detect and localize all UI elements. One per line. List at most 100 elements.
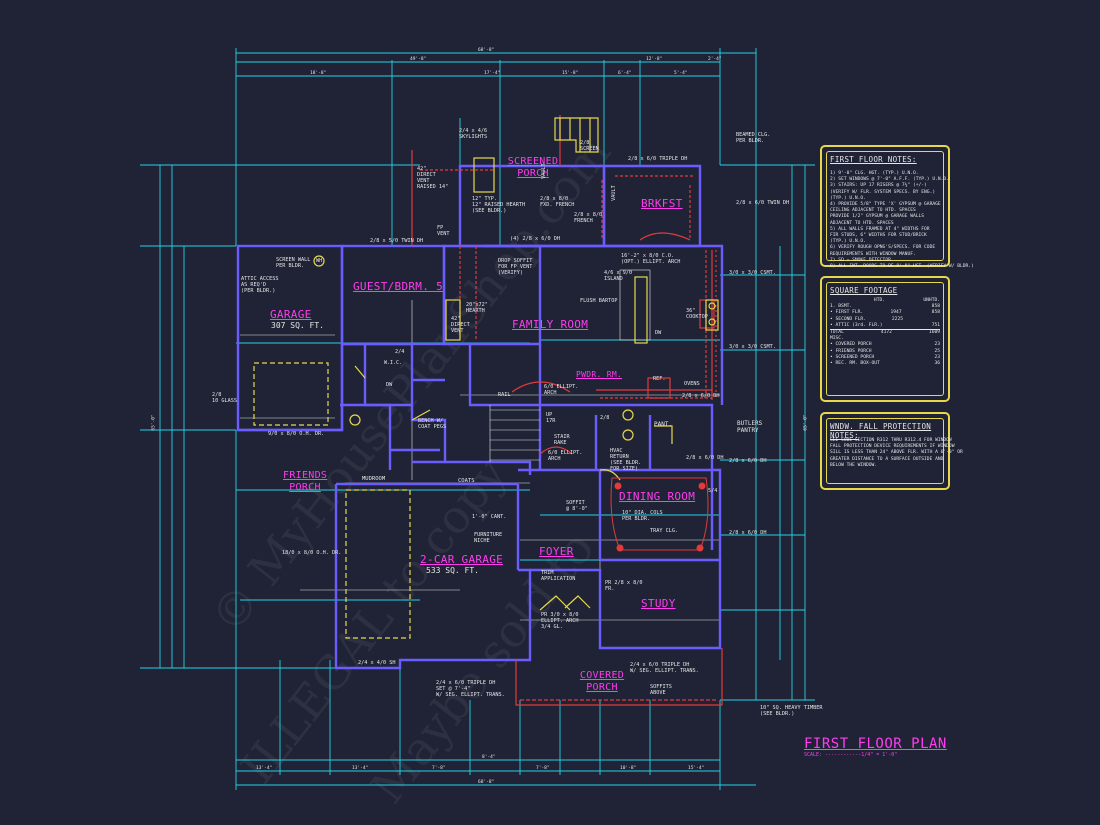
note-line: PROVIDE 1/2" GYPSUM @ GARAGE WALLS xyxy=(830,214,925,220)
note-island: 4/6 x 9/0 ISLAND xyxy=(604,270,633,282)
note-direct-vent: 42" DIRECT VENT RAISED 14" xyxy=(417,166,449,190)
note-sh-window: 2/4 x 4/0 SH xyxy=(358,660,396,666)
note-line: REQUIREMENTS WITH WINDOW MANUF. xyxy=(830,251,916,257)
note-line: FIR STUDS, 6" WIDTHS FOR STUD/BRICK xyxy=(830,233,927,239)
dim-bottom-7: 8'-4" xyxy=(482,755,496,760)
note-door-glass: 2/8 10 GLASS xyxy=(212,392,237,404)
note-beamed-ceiling: BEAMED CLG. PER BLDR. xyxy=(736,132,771,144)
square-footage-row: 1. BSMT. 858 xyxy=(830,304,940,310)
sqft-value: 25 xyxy=(934,348,940,354)
sqft-value: 23 xyxy=(934,342,940,348)
note-line: (TYP.) U.N.O. xyxy=(830,239,866,245)
note-flush-bartop: FLUSH BARTOP xyxy=(580,298,618,304)
square-footage-title: SQUARE FOOTAGE xyxy=(830,286,898,295)
note-dishwasher: DW xyxy=(655,330,662,336)
note-twin-dh-guest: 2/8 x 5/0 TWIN DH xyxy=(370,238,424,244)
sqft-label: 1. BSMT. xyxy=(830,304,853,310)
label-coats: COATS xyxy=(458,478,475,484)
note-line: CEILING ADJACENT TO HTD. SPACES xyxy=(830,208,916,214)
square-footage-row: MISC. xyxy=(830,336,940,342)
note-door-size: 2/4 xyxy=(395,349,405,355)
note-door-size-2: 2/8 xyxy=(600,415,610,421)
dim-overall-top: 68'-8" xyxy=(478,48,495,53)
dim-bottom-3: 7'-8" xyxy=(432,766,446,771)
note-drop-soffit: DROP SOFFIT FOR FP VENT (VERIFY) xyxy=(498,258,533,276)
dim-overall-bottom: 68'-8" xyxy=(478,780,495,785)
dim-row2-d: 6'-4" xyxy=(618,71,632,76)
note-hearth-2: 20"x72" HEARTH xyxy=(466,302,488,314)
sqft-label: • COVERED PORCH xyxy=(830,342,872,348)
square-footage-row: • SECOND FLR.2225 xyxy=(830,317,940,323)
note-line: GREATER DISTANCE TO A SURFACE OUTSIDE AN… xyxy=(830,456,944,462)
note-triple-dh-study: 2/4 x 6/0 TRIPLE DH W/ SEG. ELLIPT. TRAN… xyxy=(630,662,699,674)
label-wic: W.I.C. xyxy=(384,360,403,366)
dim-bottom-6: 15'-4" xyxy=(688,766,705,771)
room-study: STUDY xyxy=(641,597,676,610)
note-line: FALL PROTECTION DEVICE REQUIREMENTS IF W… xyxy=(830,444,955,450)
note-line: SEE CODE SECTION R312 THRU R312.4 FOR WI… xyxy=(830,438,952,443)
sqft-label: • FIRST FLR. xyxy=(830,310,864,316)
note-stair-up: UP 17R xyxy=(546,412,556,424)
sqft-label: • SECOND FLR. xyxy=(830,316,866,322)
note-ovens: OVENS xyxy=(684,381,700,387)
note-line: 8) ALL INT. DOORS TO BE 8'-0" HGT. (VERI… xyxy=(830,264,974,270)
note-ellipt-arch: 16'-2" x 8/0 C.O. (OPT.) ELLIPT. ARCH xyxy=(621,253,681,265)
sqft-value: 36 xyxy=(934,361,940,367)
note-line: (TYP.) U.N.O. xyxy=(830,195,866,201)
sqft-label: • ATTIC (3rd. FLR.) xyxy=(830,322,883,328)
note-cooktop: 36" COOKTOP xyxy=(686,308,708,320)
note-line: 1) 9'-0" CLG. HGT. (TYP.) U.N.O. xyxy=(830,171,919,176)
note-right-dh: 2/8 x 6/0 DH xyxy=(682,393,720,399)
note-trim-application: TRIM APPLICATION xyxy=(541,570,576,582)
dim-top-b: 12'-8" xyxy=(646,57,663,62)
note-screen-door: 2/8 SCREEN xyxy=(580,140,599,152)
room-covered-porch: COVERED PORCH xyxy=(579,670,625,693)
dim-row2-c: 15'-8" xyxy=(562,71,579,76)
sqft-label: MISC. xyxy=(830,336,844,342)
sqft-value xyxy=(889,323,911,329)
room-friends-porch: FRIENDS PORCH xyxy=(283,470,328,493)
note-soffit: SOFFIT @ 8'-0" xyxy=(566,500,588,512)
note-arch-2: 6/0 ELLIPT. ARCH xyxy=(544,384,579,396)
note-line: (VERIFY W/ FLR. SYSTEM SPECS. BY ENG.) xyxy=(830,189,936,195)
note-line: 4) PROVIDE 5/8" TYPE 'X' GYPSUM @ GARAGE xyxy=(830,202,941,208)
note-arch-3: 6/0 ELLIPT. ARCH xyxy=(548,450,583,462)
two-car-garage-sqft: 533 SQ. FT. xyxy=(426,566,479,575)
label-mudroom: MUDROOM xyxy=(362,476,386,482)
dim-row2-a: 18'-8" xyxy=(310,71,327,76)
note-line: 2) SET WINDOWS @ 7'-0" A.F.F. (TYP.) U.N… xyxy=(830,177,949,183)
note-vault-2: VAULT xyxy=(610,185,617,201)
note-ref: REF. xyxy=(653,376,666,382)
sqft-value: 858 xyxy=(931,304,940,310)
note-furniture-niche: FURNITURE NICHE xyxy=(474,532,503,544)
square-footage-row: • FRIENDS PORCH 25 xyxy=(830,349,940,355)
sqft-label: • FRIENDS PORCH xyxy=(830,348,872,354)
first-floor-notes-list: 1) 9'-0" CLG. HGT. (TYP.) U.N.O.2) SET W… xyxy=(830,171,974,270)
note-dh-dining-1: 2/8 x 6/0 DH xyxy=(729,458,767,464)
first-floor-notes-panel: FIRST FLOOR NOTES: 1) 9'-0" CLG. HGT. (T… xyxy=(820,145,974,270)
sqft-label: TOTAL xyxy=(830,330,844,336)
note-dh-dining-2: 2/8 x 6/0 DH xyxy=(729,530,767,536)
sqft-value xyxy=(888,361,910,367)
sqft-label: • REC. RM. BOX-OUT xyxy=(830,361,880,367)
dim-top-a: 49'-8" xyxy=(410,57,427,62)
square-footage-row: • REC. RM. BOX-OUT 36 xyxy=(830,361,940,367)
dim-row2-b: 17'-4" xyxy=(484,71,501,76)
room-screened-porch: SCREENED PORCH xyxy=(507,156,559,179)
sqft-value: 1947 xyxy=(890,310,902,316)
room-brkfst: BRKFST xyxy=(641,197,683,210)
note-soffits-above: SOFFITS ABOVE xyxy=(650,684,672,696)
room-foyer: FOYER xyxy=(539,545,574,558)
window-fall-protection-panel: WNDW. FALL PROTECTION NOTES: SEE CODE SE… xyxy=(820,412,963,490)
note-skylights: 2/4 x 4/6 SKYLIGHTS xyxy=(459,128,488,140)
note-triple-dh-bottom: 2/4 x 6/0 TRIPLE DH SET @ 7'-4" W/ SEG. … xyxy=(436,680,505,698)
note-line: ADJACENT TO HTD. SPACES xyxy=(830,220,894,226)
note-bench: BENCH W/ COAT PEGS xyxy=(418,418,447,430)
note-hvac-return: HVAC RETURN (SEE BLDR. FOR SIZE) xyxy=(610,448,642,472)
sqft-value: 751 xyxy=(931,322,940,328)
room-dining: DINING ROOM xyxy=(619,490,696,503)
first-floor-notes-title: FIRST FLOOR NOTES: xyxy=(830,155,917,164)
